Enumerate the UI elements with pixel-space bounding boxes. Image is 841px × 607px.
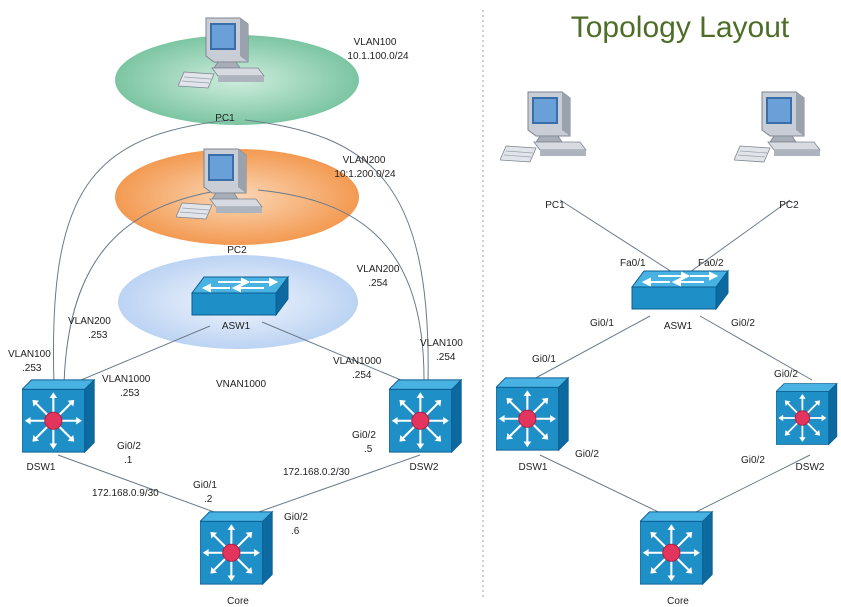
subnet-label: 172.168.0.9/30 — [92, 488, 159, 499]
port-ip-label: .2 — [204, 494, 213, 505]
left-core[interactable]: Core — [200, 510, 274, 607]
svi-ip-label: .253 — [22, 363, 42, 374]
multilayer-switch-icon — [200, 510, 274, 586]
device-label-pc2: PC2 — [227, 245, 247, 256]
pc-icon — [500, 91, 587, 163]
link-dsw1-core — [539, 454, 676, 521]
svi-ip-label: .254 — [436, 352, 456, 363]
link-asw1-dsw1 — [61, 325, 211, 389]
left-dsw2[interactable]: DSW2 — [389, 378, 463, 473]
device-label-asw1: ASW1 — [664, 321, 693, 332]
multilayer-switch-icon — [389, 378, 463, 454]
link-pc1-dsw2 — [244, 119, 429, 384]
right-pc2[interactable]: PC2 — [734, 91, 821, 211]
access-switch-icon — [191, 276, 289, 316]
svi-ip-label: .253 — [88, 330, 108, 341]
link-dsw2-core — [235, 454, 421, 521]
svi-ip-label: .254 — [368, 278, 388, 289]
right-physical-topology: Topology Layout PC1 PC2 ASW1 DSW1 DS — [496, 11, 838, 607]
left-pc2[interactable]: PC2 — [176, 148, 263, 256]
link-pc1-asw1 — [559, 199, 673, 273]
vlan100-zone-name: VLAN100 — [354, 37, 397, 48]
svi-label: VLAN200 — [68, 316, 111, 327]
right-pc1[interactable]: PC1 — [500, 91, 587, 211]
multilayer-switch-icon — [640, 510, 714, 586]
svi-label: VLAN1000 — [333, 356, 382, 367]
port-label: Gi0/2 — [741, 455, 765, 466]
port-label: Fa0/2 — [698, 258, 724, 269]
link-dsw2-core — [679, 454, 811, 521]
right-dsw2[interactable]: DSW2 — [776, 382, 838, 473]
link-dsw1-core — [57, 454, 237, 521]
device-label-dsw2: DSW2 — [410, 462, 439, 473]
port-ip-label: .5 — [364, 444, 373, 455]
vlan100-zone-subnet: 10.1.100.0/24 — [347, 51, 409, 62]
port-label: Gi0/1 — [193, 480, 217, 491]
left-links — [52, 119, 429, 521]
left-asw1[interactable]: ASW1 — [191, 276, 289, 332]
device-label-pc1: PC1 — [545, 200, 565, 211]
link-pc2-dsw2 — [257, 189, 425, 384]
subnet-label: 172.168.0.2/30 — [283, 467, 350, 478]
left-pc1[interactable]: PC1 — [178, 17, 265, 124]
link-pc2-asw1 — [689, 199, 791, 273]
multilayer-switch-icon — [496, 376, 570, 452]
svi-ip-label: .254 — [352, 370, 372, 381]
port-label: Fa0/1 — [620, 258, 646, 269]
vlan-annotation: VNAN1000 — [216, 379, 266, 390]
link-pc2-dsw1 — [63, 189, 223, 386]
device-label-core: Core — [227, 596, 249, 607]
right-links — [531, 199, 813, 521]
link-asw1-dsw2 — [699, 315, 813, 381]
port-label: Gi0/2 — [352, 430, 376, 441]
device-label-pc1: PC1 — [215, 113, 235, 124]
port-label: Gi0/2 — [774, 369, 798, 380]
device-label-asw1: ASW1 — [222, 321, 251, 332]
device-label-pc2: PC2 — [779, 200, 799, 211]
link-asw1-dsw1 — [531, 315, 651, 381]
device-label-dsw2: DSW2 — [796, 462, 825, 473]
multilayer-switch-icon — [776, 382, 838, 446]
port-label: Gi0/2 — [284, 512, 308, 523]
port-ip-label: .6 — [291, 526, 300, 537]
vlan200-zone-subnet: 10:1.200.0/24 — [334, 169, 396, 180]
right-asw1[interactable]: ASW1 — [631, 270, 729, 332]
port-label: Gi0/2 — [575, 449, 599, 460]
port-label: Gi0/1 — [532, 354, 556, 365]
access-switch-icon — [631, 270, 729, 310]
pc-icon — [734, 91, 821, 163]
port-label: Gi0/2 — [117, 441, 141, 452]
right-core[interactable]: Core — [640, 510, 714, 607]
device-label-dsw1: DSW1 — [519, 462, 548, 473]
link-pc1-dsw1 — [52, 119, 231, 386]
left-logical-diagram: PC1 PC2 ASW1 DSW1 DSW2 Core VLAN100 10.1… — [8, 17, 463, 607]
vlan200-zone-name: VLAN200 — [343, 155, 386, 166]
port-label: Gi0/2 — [731, 318, 755, 329]
svi-label: VLAN1000 — [102, 374, 151, 385]
port-label: Gi0/1 — [590, 318, 614, 329]
link-asw1-dsw2 — [261, 321, 421, 389]
multilayer-switch-icon — [22, 378, 96, 454]
svi-label: VLAN100 — [420, 338, 463, 349]
page-title: Topology Layout — [571, 11, 790, 44]
svi-ip-label: .253 — [120, 388, 140, 399]
svi-label: VLAN100 — [8, 349, 51, 360]
port-ip-label: .1 — [124, 455, 133, 466]
left-dsw1[interactable]: DSW1 — [22, 378, 96, 473]
svi-label: VLAN200 — [357, 264, 400, 275]
device-label-core: Core — [667, 596, 689, 607]
right-dsw1[interactable]: DSW1 — [496, 376, 570, 473]
device-label-dsw1: DSW1 — [27, 462, 56, 473]
